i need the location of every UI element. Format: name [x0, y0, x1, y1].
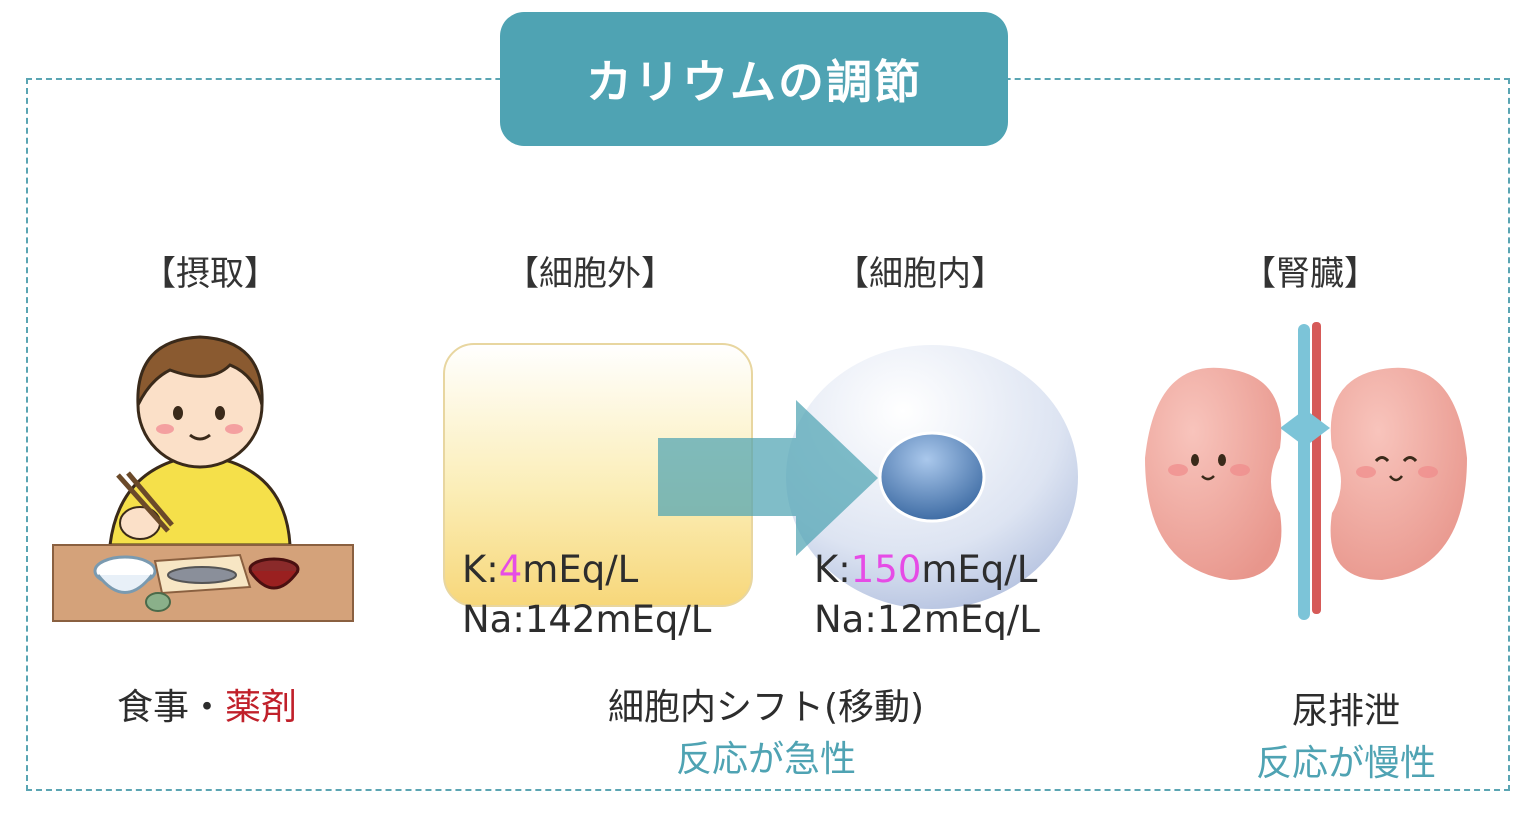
- extracellular-na: Na:142mEq/L: [462, 598, 712, 641]
- k-value: 150: [850, 548, 922, 591]
- shift-caption-main: 細胞内シフト(移動): [607, 687, 925, 728]
- intracellular-na: Na:12mEq/L: [814, 598, 1040, 641]
- intake-caption-drug: 薬剤: [225, 687, 298, 728]
- extracellular-concentrations: K:4mEq/L Na:142mEq/L: [462, 545, 711, 645]
- shift-caption: 細胞内シフト(移動) 反応が急性: [608, 678, 924, 782]
- intake-caption: 食事・薬剤: [117, 678, 297, 730]
- shift-caption-note: 反応が急性: [675, 739, 856, 780]
- intracellular-concentrations: K:150mEq/L Na:12mEq/L: [814, 545, 1040, 645]
- kidney-caption-note: 反応が慢性: [1255, 743, 1437, 784]
- extracellular-k: K:4mEq/L: [462, 545, 711, 595]
- intracellular-k: K:150mEq/L: [814, 545, 1040, 595]
- shift-arrow: [658, 400, 878, 556]
- eating-person-illustration: [52, 335, 354, 622]
- k-label: K:: [814, 548, 851, 591]
- kidney-caption-main: 尿排泄: [1291, 691, 1401, 732]
- k-unit: mEq/L: [522, 548, 639, 591]
- k-unit: mEq/L: [921, 548, 1038, 591]
- intracellular-cell: [786, 345, 1078, 609]
- kidney-caption: 尿排泄 反応が慢性: [1256, 682, 1436, 786]
- title-banner: カリウムの調節: [500, 12, 1008, 146]
- page-title: カリウムの調節: [586, 55, 922, 109]
- heading-intracellular: 【細胞内】: [835, 254, 1005, 294]
- heading-kidney: 【腎臓】: [1242, 254, 1378, 294]
- k-value: 4: [498, 548, 523, 591]
- heading-extracellular: 【細胞外】: [505, 254, 675, 294]
- k-label: K:: [462, 548, 499, 591]
- kidney-illustration: [1145, 322, 1467, 620]
- intake-caption-main: 食事・: [116, 687, 225, 728]
- heading-intake: 【摂取】: [142, 254, 278, 294]
